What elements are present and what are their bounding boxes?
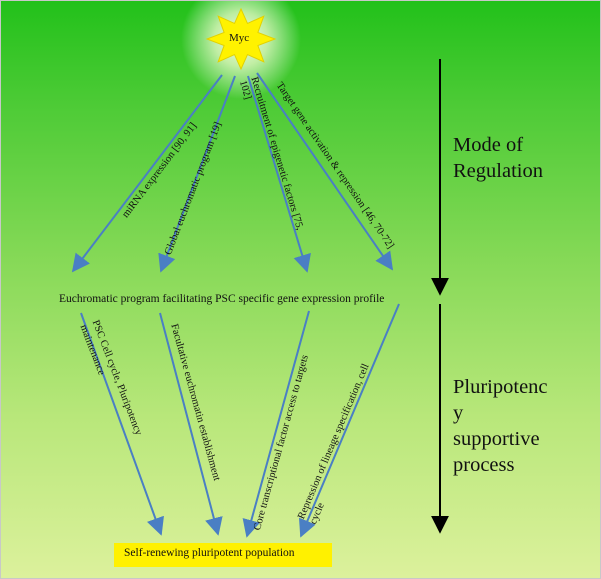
arrow-epigenetic (247, 75, 311, 273)
arrow-target-gene (256, 72, 394, 271)
pluripotency-supportive-process-title: Pluripotenc y supportive process (453, 374, 600, 478)
mode-of-regulation-line1: Mode of (453, 134, 524, 156)
arrow-psc-cell-cycle (80, 312, 164, 536)
mode-of-regulation-title: Mode of Regulation (453, 132, 600, 184)
arrow-mirna (71, 74, 223, 273)
arrow-global-euchromatic (158, 75, 236, 273)
self-renewing-population-box: Self-renewing pluripotent population (114, 543, 332, 567)
arrow-facultative (159, 312, 223, 536)
mode-of-regulation-line2: Regulation (453, 160, 543, 182)
myc-label: Myc (229, 32, 250, 44)
pluripotency-line4: process (453, 454, 515, 476)
euchromatic-program-text: Euchromatic program facilitating PSC spe… (59, 293, 385, 305)
myc-star-node (205, 7, 277, 71)
arrow-core-transcriptional (242, 310, 310, 538)
self-renewing-population-label: Self-renewing pluripotent population (124, 547, 295, 559)
pluripotency-line3: supportive (453, 428, 540, 450)
arrow-repression-lineage (299, 303, 400, 538)
pluripotency-line2: y (453, 402, 464, 424)
pluripotency-line1: Pluripotenc (453, 376, 548, 398)
